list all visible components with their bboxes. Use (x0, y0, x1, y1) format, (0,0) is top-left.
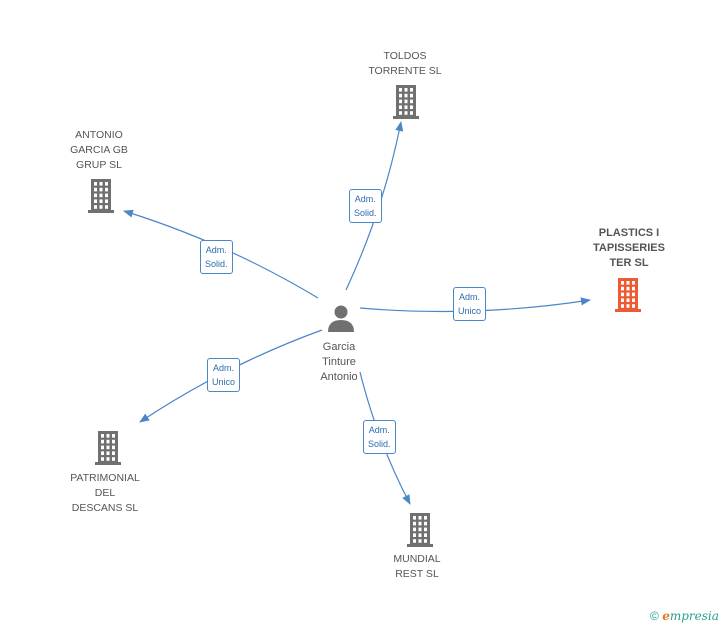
building-icon (95, 431, 121, 465)
copyright-symbol: © (650, 609, 659, 623)
edge-label-antonio[interactable]: Adm. Solid. (200, 240, 233, 274)
building-icon (615, 278, 641, 312)
company-name-toldos[interactable]: TOLDOS TORRENTE SL (368, 50, 442, 77)
building-icon (88, 179, 114, 213)
company-name-patrimonial[interactable]: PATRIMONIAL DEL DESCANS SL (70, 472, 140, 514)
edge-label-toldos[interactable]: Adm. Solid. (349, 189, 382, 223)
company-name-plastics[interactable]: PLASTICS I TAPISSERIES TER SL (593, 227, 665, 269)
company-name-antonio[interactable]: ANTONIO GARCIA GB GRUP SL (70, 129, 128, 171)
building-icon (407, 513, 433, 547)
edge-label-plastics[interactable]: Adm. Unico (453, 287, 487, 321)
edge-label-mundial[interactable]: Adm. Solid. (363, 420, 396, 454)
building-icon (393, 85, 419, 119)
company-name-mundial[interactable]: MUNDIAL REST SL (393, 553, 441, 580)
footer-brand: © empresia (650, 609, 719, 623)
person-name[interactable]: Garcia Tinture Antonio (320, 341, 358, 383)
brand-logo: empresia (662, 609, 719, 623)
person-icon (328, 305, 354, 332)
edge-label-patrimonial[interactable]: Adm. Unico (207, 358, 241, 392)
